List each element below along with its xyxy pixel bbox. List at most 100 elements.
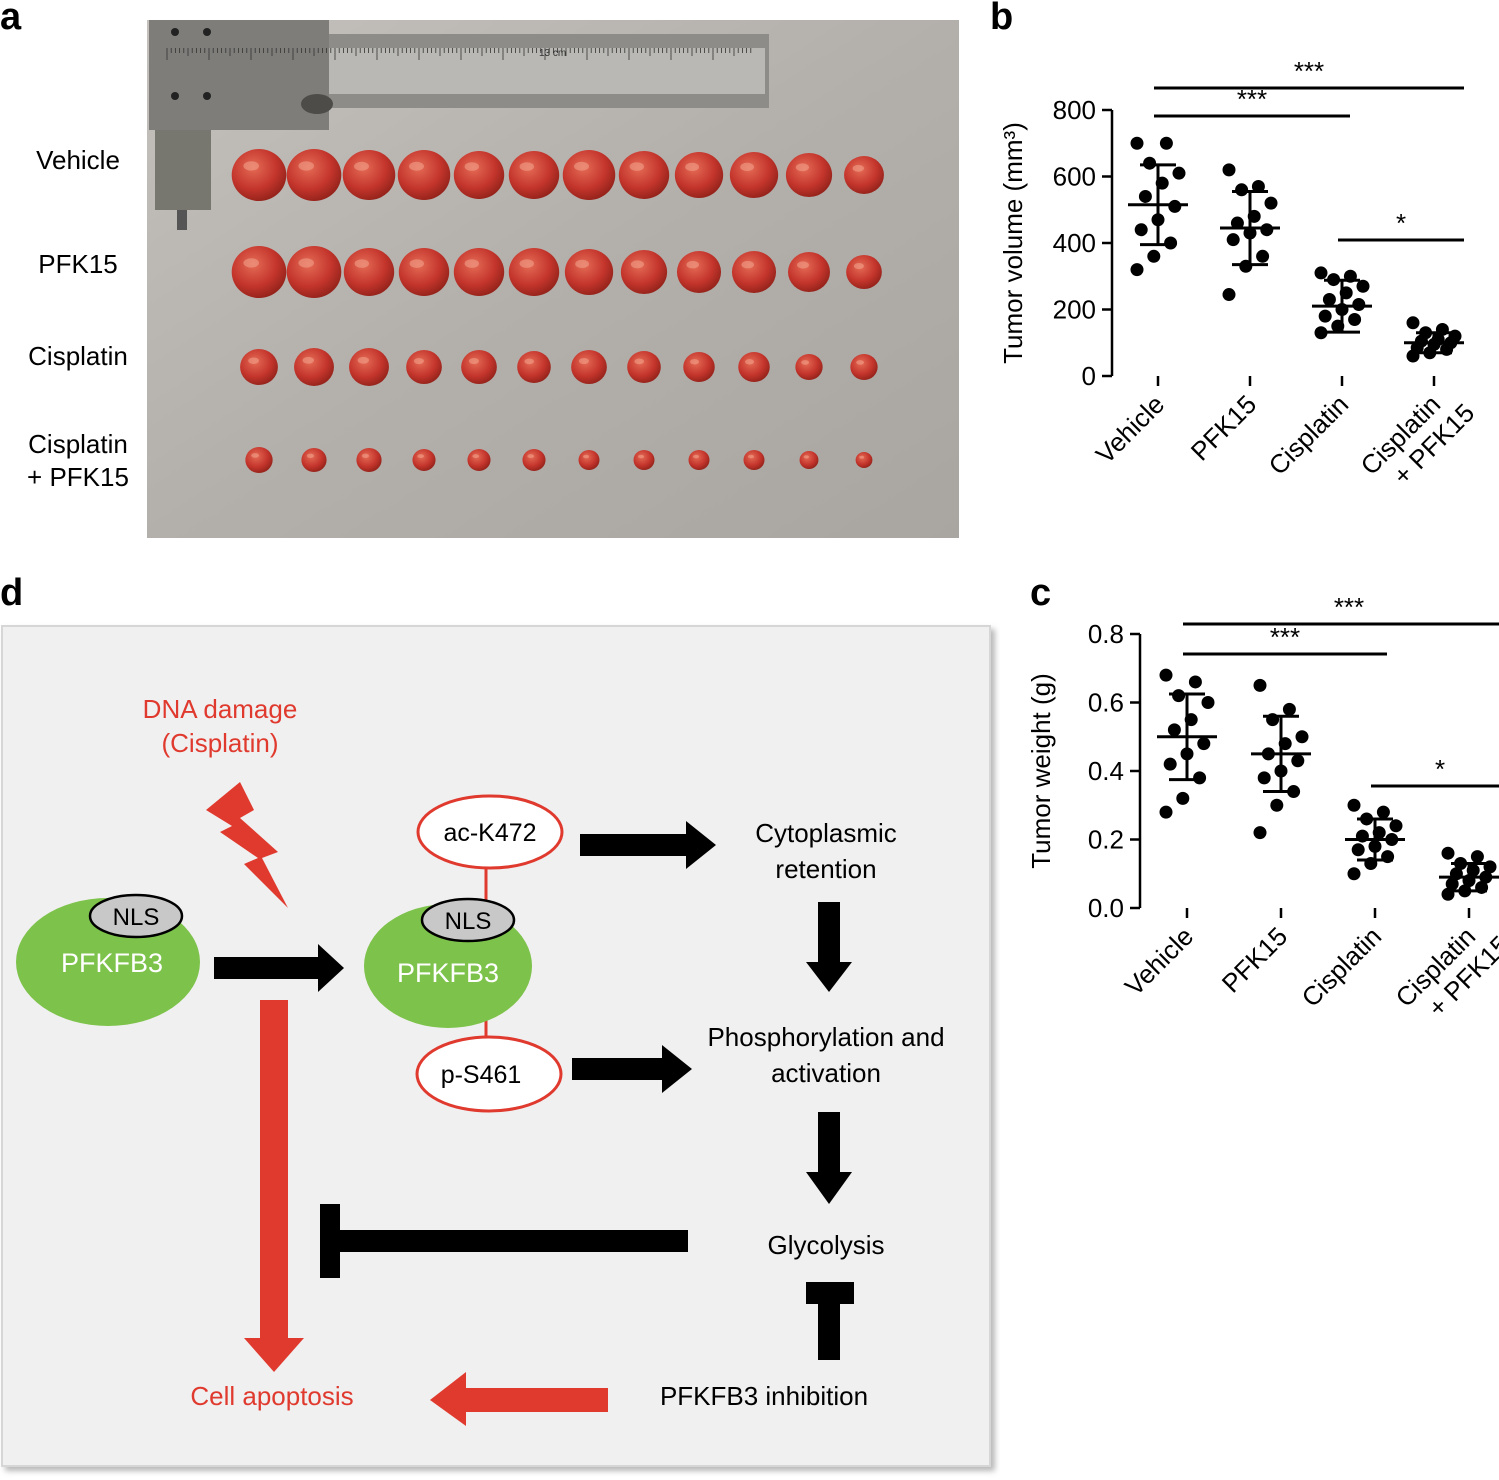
tumor (286, 246, 342, 298)
panel-letter-c: c (1030, 572, 1052, 614)
y-tick-label: 0.8 (1088, 619, 1124, 649)
tumor (245, 447, 273, 473)
y-tick-label: 0.2 (1088, 825, 1124, 855)
row-label-pfk15: PFK15 (38, 249, 118, 279)
data-point (1159, 805, 1173, 819)
pfkfb3-left-label: PFKFB3 (61, 948, 163, 978)
nls-right-label: NLS (445, 908, 492, 935)
data-point (1138, 189, 1152, 203)
y-tick-label: 0.4 (1088, 756, 1124, 786)
pfkfb3-inhibition-label: PFKFB3 inhibition (660, 1381, 868, 1411)
data-point (1260, 223, 1274, 237)
tumor-highlight (575, 259, 589, 269)
tumor (356, 448, 382, 472)
tumor-highlight (859, 455, 864, 459)
tumor-highlight (803, 455, 809, 459)
nls-right-node (420, 897, 516, 943)
data-point (1251, 179, 1265, 193)
tumor-highlight (409, 161, 424, 171)
cell-apoptosis-label: Cell apoptosis (190, 1381, 353, 1411)
tumor-highlight (856, 360, 864, 365)
tumor-highlight (638, 454, 644, 459)
significance-label: *** (1334, 592, 1364, 622)
ruler-unit-label: 13 cm (539, 48, 566, 59)
tumor-highlight (248, 357, 259, 364)
ps461-node (415, 1035, 563, 1113)
arrow-to-cytoplasmic (686, 821, 716, 869)
tumor (571, 350, 607, 384)
tumor (294, 348, 334, 386)
tumor-highlight (740, 162, 754, 172)
data-point (1176, 791, 1190, 805)
data-point (1356, 279, 1370, 293)
data-point (1470, 850, 1484, 864)
panel-letter-a: a (0, 0, 22, 38)
tumor-highlight (298, 258, 314, 268)
phosphorylation-label-1: Phosphorylation and (707, 1022, 944, 1052)
tumor-highlight (583, 454, 589, 459)
tumor (508, 151, 560, 199)
x-tick-label: PFK15 (1185, 389, 1262, 466)
tumor (627, 351, 661, 383)
tumor-highlight (519, 162, 534, 171)
tumor (743, 450, 765, 470)
significance-label: * (1435, 754, 1445, 784)
significance-label: *** (1294, 56, 1324, 86)
panel-letter-b: b (990, 0, 1014, 38)
data-point (1376, 805, 1390, 819)
tumor (738, 352, 770, 382)
tumor-highlight (527, 454, 534, 459)
y-tick-label: 600 (1053, 162, 1096, 192)
tumor-highlight (578, 357, 589, 365)
x-tick-label: Cisplatin+ PFK15 (1355, 376, 1481, 502)
tumor-highlight (472, 454, 480, 459)
data-point (1147, 249, 1161, 263)
arrow-to-glycolysis (806, 1172, 852, 1204)
tumor-highlight (413, 357, 424, 365)
y-axis-label: Tumor volume (mm³) (998, 122, 1028, 364)
data-point (1130, 263, 1144, 277)
tumor (349, 348, 389, 386)
data-point (1406, 316, 1420, 330)
glycolysis-label: Glycolysis (767, 1230, 884, 1260)
phosphorylation-label-2: activation (771, 1058, 881, 1088)
data-point (1314, 326, 1328, 340)
tumor (406, 350, 442, 384)
tumor-highlight (693, 454, 699, 459)
row-label-combo: Cisplatin + PFK15 (27, 429, 129, 492)
y-axis-label: Tumor weight (g) (1026, 673, 1056, 869)
tumor (508, 248, 560, 296)
tumor-highlight (797, 261, 809, 269)
lightning-bolt-icon (206, 782, 288, 908)
tumor-photo: 13 cm (147, 20, 959, 538)
row-label-cisplatin: Cisplatin (28, 341, 128, 371)
data-point (1352, 298, 1366, 312)
tumor (731, 251, 777, 293)
data-point (1256, 249, 1270, 263)
inhibit-bar-glycolysis (330, 1230, 688, 1252)
row-label-vehicle: Vehicle (36, 145, 120, 175)
cytoplasmic-label-2: retention (775, 854, 876, 884)
tumor-highlight (852, 164, 864, 172)
y-tick-label: 0 (1082, 361, 1096, 391)
data-point (1167, 723, 1181, 737)
tumor (620, 250, 668, 294)
tumor-highlight (251, 453, 259, 458)
data-point (1270, 798, 1284, 812)
tumor-highlight (361, 453, 369, 458)
data-point (1130, 136, 1144, 150)
tumor (517, 351, 551, 383)
tumor-highlight (853, 262, 865, 270)
data-point (1347, 867, 1361, 881)
tumor (467, 449, 491, 471)
tumor-highlight (630, 260, 644, 269)
x-tick-label: Cisplatin+ PFK15 (1390, 908, 1499, 1034)
data-point (1201, 696, 1215, 709)
tumor-highlight (306, 453, 314, 458)
data-point (1168, 199, 1182, 213)
tumor (729, 152, 779, 198)
tumor (453, 151, 505, 199)
tumor (453, 248, 505, 296)
data-point (1322, 293, 1336, 307)
